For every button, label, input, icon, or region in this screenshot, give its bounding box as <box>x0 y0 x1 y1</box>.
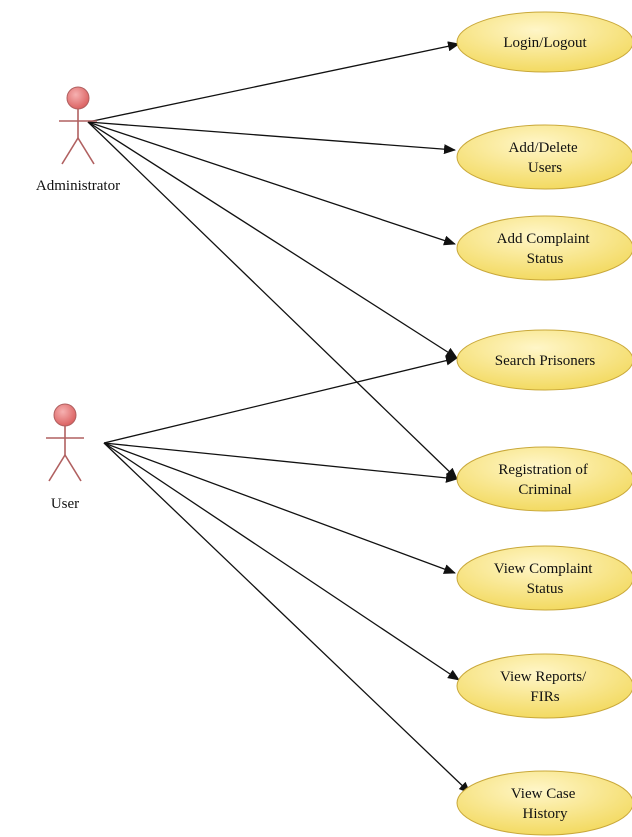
svg-text:View Case History: View Case History <box>511 786 579 822</box>
use-case-label: FIRs <box>530 689 559 705</box>
svg-text:Add Complaint Status: Add Complaint Status <box>497 231 594 267</box>
association-arrow-admin-login <box>87 41 460 123</box>
use-case-label: History <box>523 806 569 822</box>
use-case-label: Add Complaint <box>497 231 591 247</box>
association-lines <box>87 41 471 794</box>
svg-text:Add/Delete Users: Add/Delete Users <box>509 140 582 176</box>
association-arrow-user-search <box>103 355 458 444</box>
svg-text:View Reports/ FIRs: View Reports/ FIRs <box>500 669 590 705</box>
use-case-add-complaint-status: Add Complaint Status <box>456 215 632 281</box>
use-case-label: Login/Logout <box>503 35 587 51</box>
use-case-label: Status <box>527 251 564 267</box>
use-case-add-delete-users: Add/Delete Users <box>456 124 632 190</box>
actor-administrator: Administrator <box>36 86 120 194</box>
actor-user: User <box>46 403 84 512</box>
use-case-view-complaint-status: View Complaint Status <box>456 545 632 611</box>
use-case-label: View Reports/ <box>500 669 587 685</box>
association-arrow-admin-reg <box>87 121 458 480</box>
use-case-label: View Complaint <box>494 561 594 577</box>
association-arrow-user-viewcomp <box>103 442 456 574</box>
association-arrow-user-reg <box>103 442 458 483</box>
svg-text:Login/Logout: Login/Logout <box>503 35 587 51</box>
svg-text:Search Prisoners: Search Prisoners <box>495 353 596 369</box>
use-case-view-reports-firs: View Reports/ FIRs <box>456 653 632 719</box>
association-arrow-admin-search <box>87 121 458 359</box>
association-arrow-user-reports <box>103 442 460 681</box>
use-case-label: Add/Delete <box>509 140 578 156</box>
use-case-label: Status <box>527 581 564 597</box>
use-case-label: Users <box>528 160 562 176</box>
actor-label: User <box>51 496 79 512</box>
actor-label: Administrator <box>36 178 120 194</box>
use-case-view-case-history: View Case History <box>456 770 632 836</box>
actor-figure-icon <box>59 86 97 165</box>
use-case-label: Search Prisoners <box>495 353 596 369</box>
association-arrow-user-history <box>103 442 471 794</box>
association-arrow-admin-adddel <box>87 121 456 155</box>
actor-figure-icon <box>46 403 84 482</box>
use-case-registration-of-criminal: Registration of Criminal <box>456 446 632 512</box>
association-arrow-admin-addcomp <box>87 121 456 246</box>
use-case-label: Registration of <box>498 462 588 478</box>
use-case-label: View Case <box>511 786 576 802</box>
use-case-label: Criminal <box>518 482 571 498</box>
svg-text:Registration of Criminal: Registration of Criminal <box>498 462 591 498</box>
use-case-search-prisoners: Search Prisoners <box>456 329 632 391</box>
use-case-login-logout: Login/Logout <box>456 11 632 73</box>
svg-text:View Complaint Status: View Complaint Status <box>494 561 596 597</box>
